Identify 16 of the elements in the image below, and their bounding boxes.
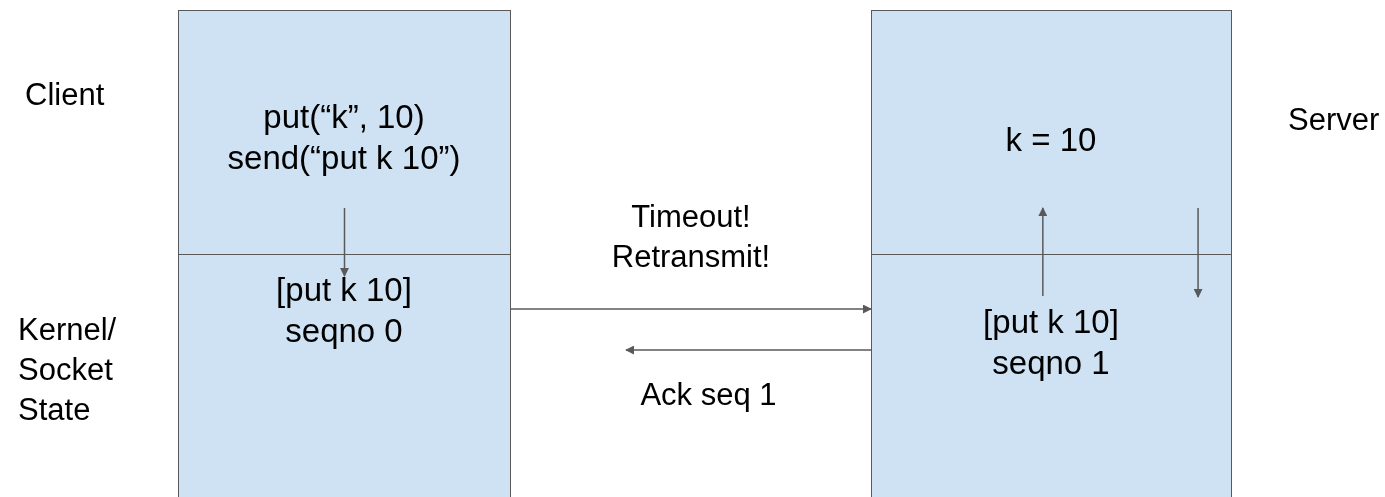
box-text: k = 10 — [1004, 120, 1098, 160]
arrow — [510, 304, 872, 314]
arrow — [1038, 207, 1048, 297]
server-socket-box — [871, 254, 1232, 497]
side-label: Server — [1288, 101, 1381, 139]
client-socket-box — [178, 254, 511, 497]
client-process-box — [178, 10, 511, 255]
side-label: Kernel/ Socket State — [18, 311, 118, 429]
arrow — [340, 207, 349, 277]
arrow — [625, 345, 872, 355]
server-process-box — [871, 10, 1232, 255]
side-label: Client — [25, 76, 106, 114]
box-text: [put k 10] seqno 0 — [275, 270, 413, 351]
box-text: [put k 10] seqno 1 — [982, 302, 1120, 383]
arrow — [1193, 207, 1203, 298]
box-text: put(“k”, 10) send(“put k 10”) — [226, 97, 462, 178]
